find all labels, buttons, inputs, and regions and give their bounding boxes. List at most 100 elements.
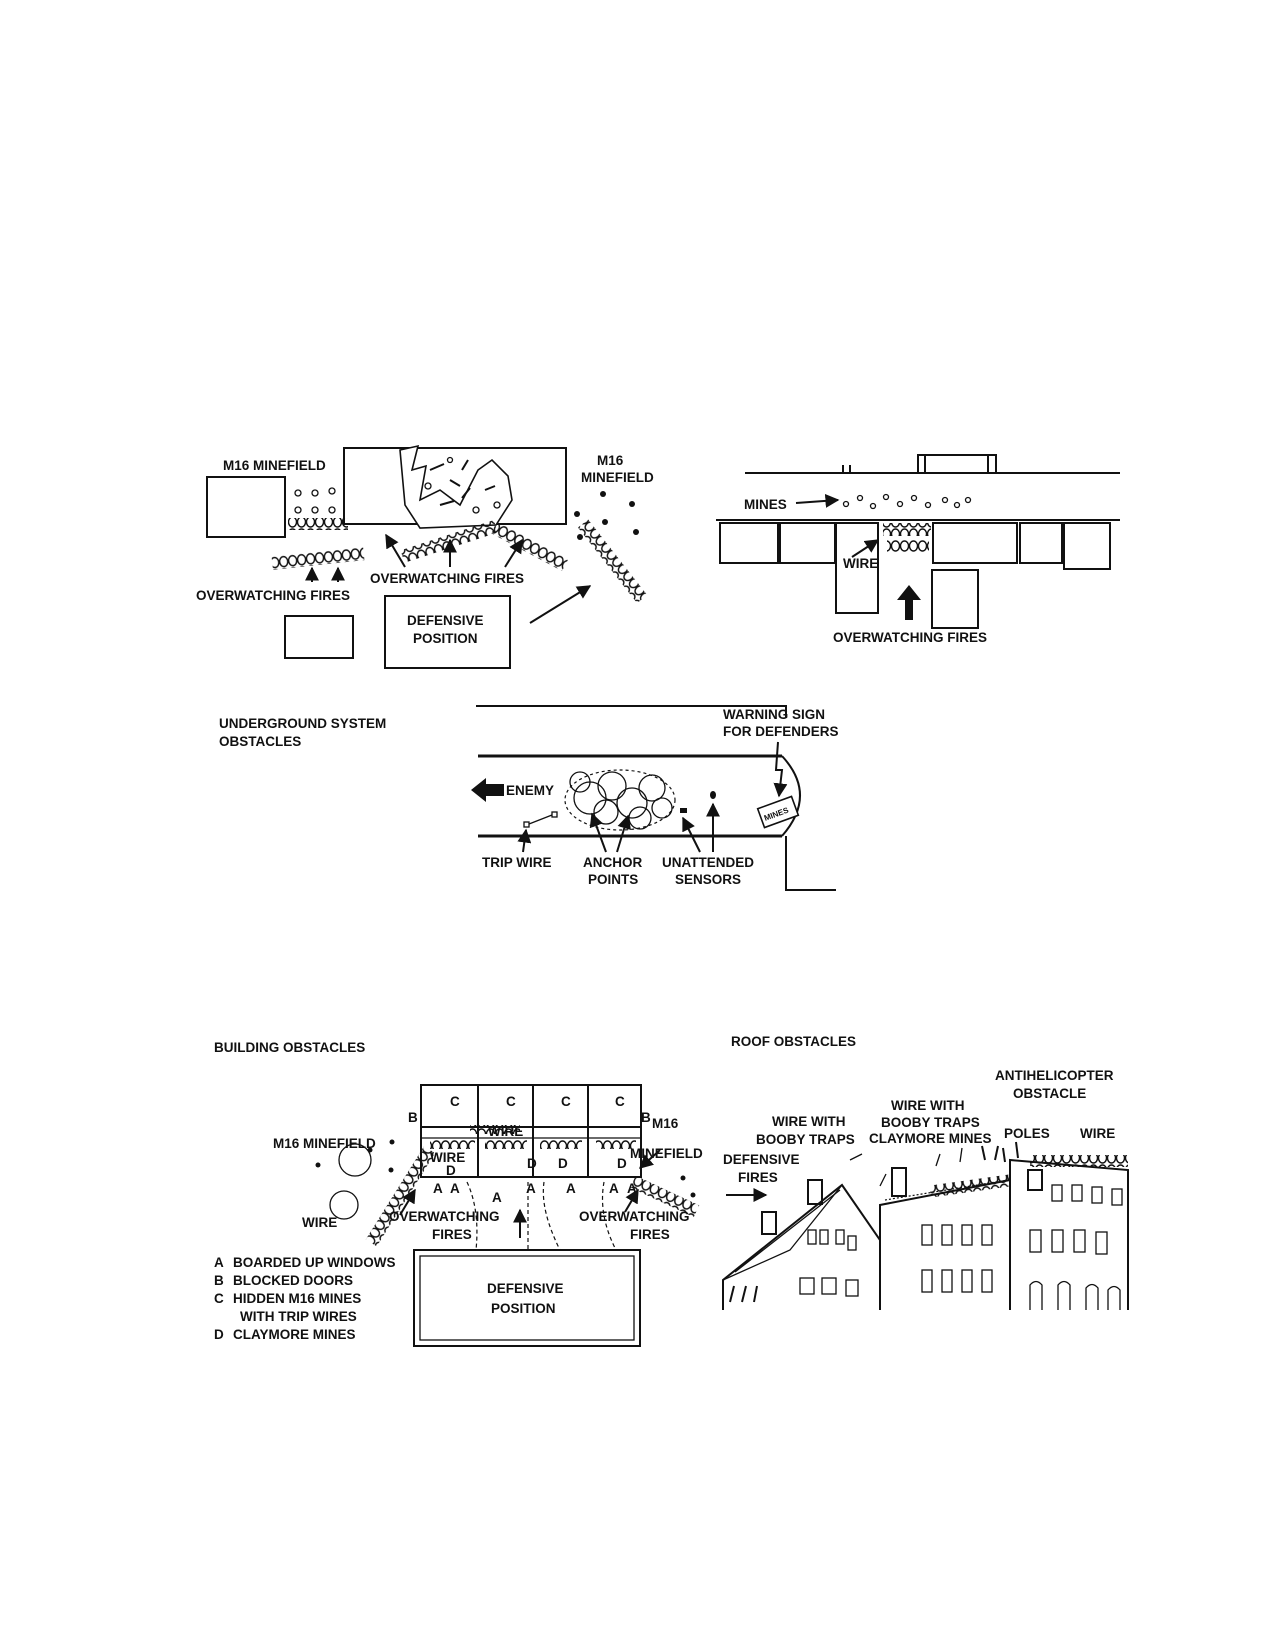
overwatching-fires-label: FIRES <box>432 1227 472 1242</box>
legend-text: WITH TRIP WIRES <box>240 1309 357 1324</box>
street-obstacles-panel: M16 MINEFIELD M16 MINEFIELD OVERWATCHING… <box>196 444 654 669</box>
room-d: D <box>558 1156 568 1171</box>
sensor <box>710 791 716 799</box>
underground-title: OBSTACLES <box>219 734 301 749</box>
legend-text: HIDDEN M16 MINES <box>233 1291 361 1306</box>
antihelicopter-label: OBSTACLE <box>1013 1086 1086 1101</box>
m16-label: M16 <box>597 453 624 468</box>
claymore-label: CLAYMORE MINES <box>869 1131 992 1146</box>
window-a: A <box>433 1181 443 1196</box>
building-small <box>284 615 354 659</box>
minefield-left-dots <box>294 487 336 514</box>
intersection-panel: MINES WIRE OVERWATCHING FIRES <box>716 454 1120 645</box>
enemy-arrow <box>471 778 504 802</box>
defensive-position-label: POSITION <box>413 631 478 646</box>
underground-title: UNDERGROUND SYSTEM <box>219 716 386 731</box>
warning-sign-label: FOR DEFENDERS <box>723 724 839 739</box>
building-obstacles-panel: BUILDING OBSTACLES C C C C D D D D WIRE … <box>214 1040 703 1347</box>
legend-text: BOARDED UP WINDOWS <box>233 1255 396 1270</box>
wire-coil <box>883 523 931 536</box>
antihelicopter-label: ANTIHELICOPTER <box>995 1068 1114 1083</box>
wire-coil <box>577 519 648 604</box>
room-d: D <box>446 1163 456 1178</box>
unattended-sensors-label: SENSORS <box>675 872 741 887</box>
m16-minefield-label: M16 MINEFIELD <box>223 458 326 473</box>
wire-label: WIRE <box>843 556 878 571</box>
m16-minefield-label: M16 MINEFIELD <box>273 1136 376 1151</box>
building-floorplan: C C C C D D D D WIRE WIRE B B <box>408 1084 651 1178</box>
legend-key: C <box>214 1291 224 1306</box>
wire-booby-label: BOOBY TRAPS <box>881 1115 980 1130</box>
defensive-position-label: DEFENSIVE <box>407 613 484 628</box>
building-legend: A BOARDED UP WINDOWS B BLOCKED DOORS C H… <box>214 1255 396 1342</box>
defensive-position-box <box>413 1249 641 1347</box>
overwatching-fires-label: OVERWATCHING FIRES <box>370 571 524 586</box>
overwatching-fires-label: OVERWATCHING FIRES <box>833 630 987 645</box>
anchor-points-label: ANCHOR <box>583 855 642 870</box>
room-d: D <box>527 1156 537 1171</box>
wire-booby-label: BOOBY TRAPS <box>756 1132 855 1147</box>
wire-label: WIRE <box>1080 1126 1115 1141</box>
poles-label: POLES <box>1004 1126 1050 1141</box>
rubble-pile <box>399 444 513 529</box>
window-a: A <box>566 1181 576 1196</box>
door-b: B <box>641 1110 651 1125</box>
wire-coil <box>271 547 365 570</box>
block <box>835 522 879 614</box>
warning-sign: MINES <box>756 795 800 829</box>
roof-obstacles-panel: ROOF OBSTACLES ANTIHELICOPTER OBSTACLE W… <box>722 1034 1129 1310</box>
minefield-label: MINEFIELD <box>630 1146 703 1161</box>
room-c: C <box>450 1094 460 1109</box>
room-c: C <box>506 1094 516 1109</box>
mines-dots <box>842 493 972 510</box>
legend-key: A <box>214 1255 224 1270</box>
unattended-sensors-label: UNATTENDED <box>662 855 754 870</box>
wire-entanglement <box>564 769 676 831</box>
minefield-label: MINEFIELD <box>581 470 654 485</box>
underground-panel: UNDERGROUND SYSTEM OBSTACLES ENEMY MINES… <box>219 705 839 891</box>
rooftop-buildings <box>722 1141 1129 1310</box>
legend-text: BLOCKED DOORS <box>233 1273 353 1288</box>
room-c: C <box>561 1094 571 1109</box>
door-b: B <box>408 1110 418 1125</box>
block <box>1063 522 1111 570</box>
wire-coil <box>887 540 929 552</box>
block <box>931 569 979 629</box>
overwatching-fires-label: OVERWATCHING <box>579 1209 690 1224</box>
defensive-position-label: DEFENSIVE <box>487 1281 564 1296</box>
legend-key: B <box>214 1273 224 1288</box>
anchor-points-label: POINTS <box>588 872 638 887</box>
block <box>932 522 1018 564</box>
wire-coil <box>288 518 348 530</box>
m16-label: M16 <box>652 1116 679 1131</box>
warning-sign-label: WARNING SIGN <box>723 707 825 722</box>
overwatching-fires-label: OVERWATCHING <box>389 1209 500 1224</box>
defensive-fires-label: FIRES <box>738 1170 778 1185</box>
block <box>719 522 779 564</box>
legend-text: CLAYMORE MINES <box>233 1327 356 1342</box>
wire-booby-label: WIRE WITH <box>891 1098 965 1113</box>
overwatching-arrow <box>897 585 921 620</box>
defensive-position-label: POSITION <box>491 1301 556 1316</box>
building-left <box>206 476 286 538</box>
defensive-fires-label: DEFENSIVE <box>723 1152 800 1167</box>
enemy-label: ENEMY <box>506 783 554 798</box>
room-c: C <box>615 1094 625 1109</box>
trip-wire-label: TRIP WIRE <box>482 855 552 870</box>
overwatching-fires-label: OVERWATCHING FIRES <box>196 588 350 603</box>
block <box>779 522 836 564</box>
building-obstacles-title: BUILDING OBSTACLES <box>214 1040 365 1055</box>
wire-room-label: WIRE <box>430 1150 465 1165</box>
room-d: D <box>617 1156 627 1171</box>
mines-label: MINES <box>744 497 787 512</box>
window-a: A <box>492 1190 502 1205</box>
block <box>1019 522 1063 564</box>
window-a: A <box>609 1181 619 1196</box>
window-a: A <box>450 1181 460 1196</box>
defensive-position-box <box>384 595 511 669</box>
wire-coil <box>491 521 569 571</box>
legend-key: D <box>214 1327 224 1342</box>
wire-booby-label: WIRE WITH <box>772 1114 846 1129</box>
wire-label: WIRE <box>302 1215 337 1230</box>
